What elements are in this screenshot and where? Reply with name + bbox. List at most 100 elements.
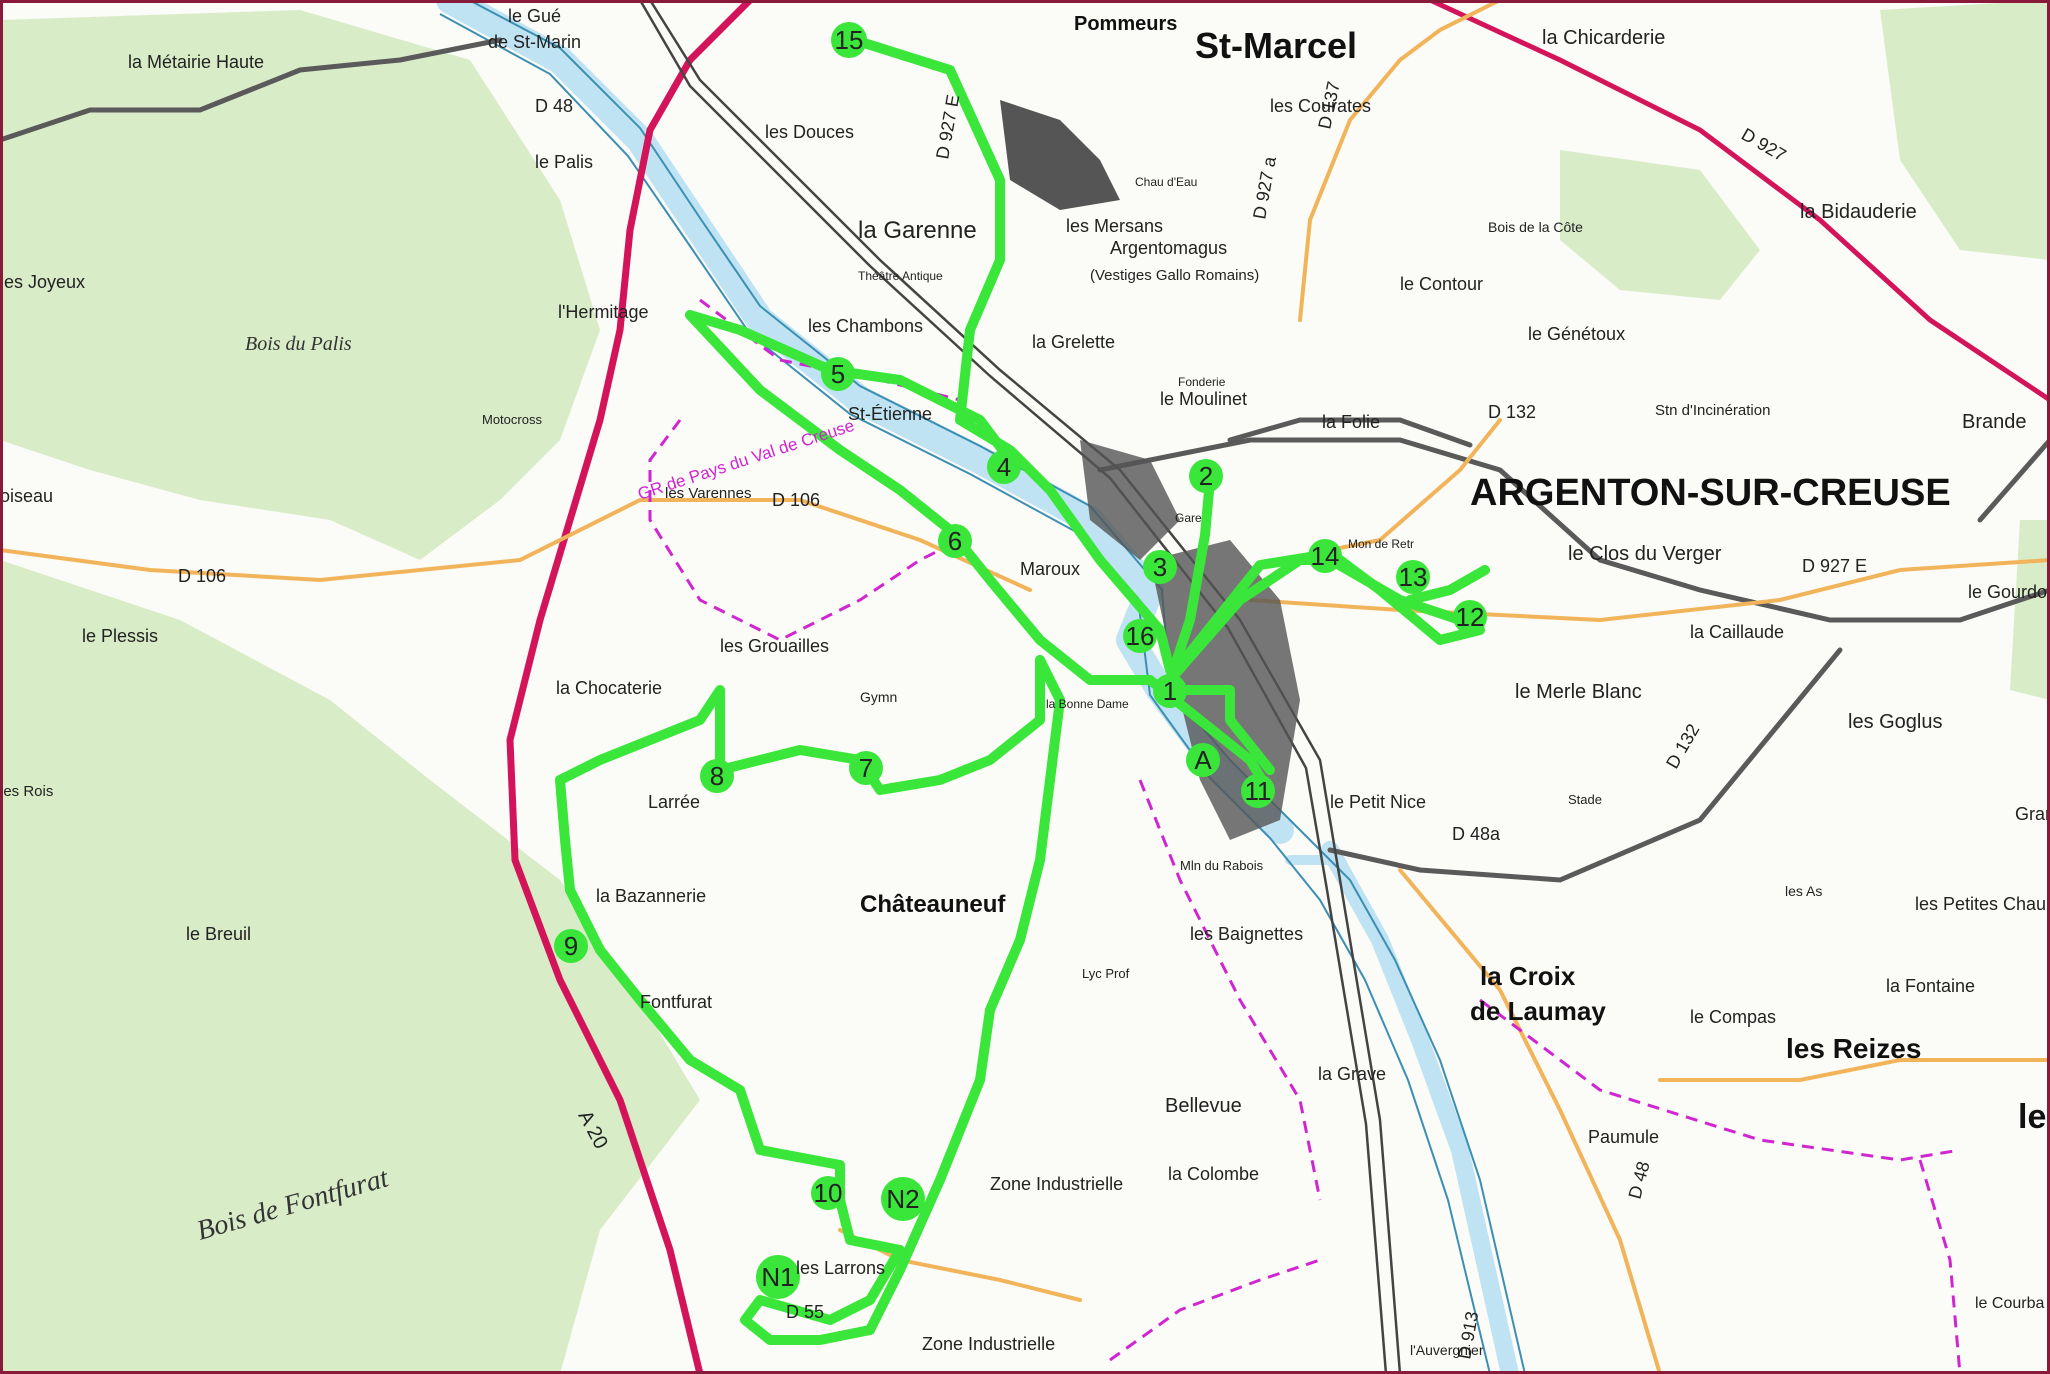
place-label: Stn d'Incinération <box>1655 402 1770 419</box>
place-label: Gare <box>1175 511 1202 525</box>
place-label: les Goglus <box>1848 711 1943 733</box>
place-label: la Métairie Haute <box>128 52 264 72</box>
place-label: la Fontaine <box>1886 976 1975 996</box>
place-label: Lyc Prof <box>1082 966 1130 981</box>
place-label: les Courates <box>1270 96 1371 116</box>
place-label: la Garenne <box>858 217 977 244</box>
place-label: Gymn <box>860 689 897 705</box>
place-label: les Larrons <box>796 1258 885 1278</box>
place-label: les Chambons <box>808 316 923 336</box>
waypoint-label: 12 <box>1456 602 1485 632</box>
place-label: Maroux <box>1020 559 1080 579</box>
town-label: la Croix <box>1480 961 1576 991</box>
place-label: de St-Marin <box>488 32 581 52</box>
place-label: Fonderie <box>1178 375 1226 389</box>
road-labels: D 48 D 927 E D 927 a D 137 D 927 D 132 D… <box>178 80 1867 1361</box>
waypoint-label: 4 <box>997 452 1011 482</box>
road-label: D 106 <box>178 566 226 586</box>
town-labels: St-Marcel ARGENTON-SUR-CREUSE Châteauneu… <box>860 13 2046 1136</box>
road-label: D 927 E <box>1802 556 1867 576</box>
place-label: les Grouailles <box>720 636 829 656</box>
waypoint-12[interactable] <box>1453 600 1487 634</box>
place-labels: la Métairie Haute le Gué de St-Marin le … <box>0 6 2050 1358</box>
place-label: les Petites Chaumes <box>1915 894 2050 914</box>
place-label: les Douces <box>765 122 854 142</box>
waypoint-label: A <box>1194 745 1212 775</box>
place-label: les Baignettes <box>1190 924 1303 944</box>
waypoint-a[interactable] <box>1186 743 1220 777</box>
waypoint-3[interactable] <box>1143 550 1177 584</box>
road-label: D 48 <box>535 96 573 116</box>
road-label: D 132 <box>1488 402 1536 422</box>
town-label: le <box>2018 1098 2046 1136</box>
waypoint-16[interactable] <box>1123 619 1157 653</box>
place-label: la Bonne Dame <box>1046 697 1129 711</box>
waypoint-1[interactable] <box>1153 674 1187 708</box>
wood-label: Bois du Palis <box>245 333 352 355</box>
main-roads <box>0 37 2050 883</box>
waypoint-6[interactable] <box>938 524 972 558</box>
place-label: le Clos du Verger <box>1568 543 1722 565</box>
place-label: Mln du Rabois <box>1180 858 1264 873</box>
place-label: les Mersans <box>1066 216 1163 236</box>
waypoint-15[interactable] <box>831 22 867 58</box>
place-label: la Grelette <box>1032 332 1115 352</box>
waypoint-label: 7 <box>859 753 873 783</box>
place-label: les As <box>1785 883 1822 899</box>
waypoint-label: 8 <box>710 761 724 791</box>
place-label: Paumule <box>1588 1127 1659 1147</box>
waypoint-label: 6 <box>948 526 962 556</box>
waypoint-10[interactable] <box>811 1176 845 1210</box>
hiking-route <box>555 33 1490 1345</box>
place-label: la Chicarderie <box>1542 27 1665 49</box>
waypoint-7[interactable] <box>849 751 883 785</box>
place-label: la Caillaude <box>1690 622 1784 642</box>
place-label: les Rois <box>0 783 53 800</box>
place-label: le Gué <box>508 6 561 26</box>
place-label: les Varennes <box>665 485 751 502</box>
place-label: l'Hermitage <box>558 302 648 322</box>
waypoint-8[interactable] <box>700 759 734 793</box>
waypoint-label: 13 <box>1399 562 1428 592</box>
waypoint-5[interactable] <box>821 357 855 391</box>
place-label: Bois de la Côte <box>1488 219 1583 235</box>
waypoint-n2[interactable] <box>881 1177 925 1221</box>
waypoint-label: 3 <box>1153 552 1167 582</box>
place-label: le Plessis <box>82 626 158 646</box>
place-label: le Contour <box>1400 274 1483 294</box>
waypoint-13[interactable] <box>1396 560 1430 594</box>
place-label: la Folie <box>1322 412 1380 432</box>
place-label: Motocross <box>482 412 542 427</box>
place-label: le Merle Blanc <box>1515 681 1642 703</box>
waypoint-label: 16 <box>1126 621 1155 651</box>
waypoint-label: 1 <box>1163 676 1177 706</box>
waypoint-4[interactable] <box>987 450 1021 484</box>
road-label: D 106 <box>772 490 820 510</box>
place-label: Bellevue <box>1165 1095 1242 1117</box>
place-label: Larrée <box>648 792 700 812</box>
waypoint-11[interactable] <box>1241 774 1275 808</box>
waypoint-2[interactable] <box>1189 459 1223 493</box>
place-label: le Génétoux <box>1528 324 1625 344</box>
place-label: la Bidauderie <box>1800 201 1917 223</box>
waypoint-label: 15 <box>835 25 864 55</box>
place-label: Stade <box>1568 792 1602 807</box>
town-label: de Laumay <box>1470 996 1606 1026</box>
waypoint-n1[interactable] <box>756 1255 800 1299</box>
place-label: St-Étienne <box>848 404 932 424</box>
road-label: D 48a <box>1452 824 1501 844</box>
place-label: Zone Industrielle <box>922 1334 1055 1354</box>
waypoint-14[interactable] <box>1308 539 1342 573</box>
place-label: la Grave <box>1318 1064 1386 1084</box>
place-label: Gran Chau <box>2015 804 2050 824</box>
waypoint-9[interactable] <box>554 929 588 963</box>
waypoint-label: 2 <box>1199 461 1213 491</box>
place-label: Zone Industrielle <box>990 1174 1123 1194</box>
place-label: le Breuil <box>186 924 251 944</box>
place-label: la Bazannerie <box>596 886 706 906</box>
waypoint-label: 10 <box>814 1178 843 1208</box>
waypoint-label: N2 <box>886 1184 919 1214</box>
